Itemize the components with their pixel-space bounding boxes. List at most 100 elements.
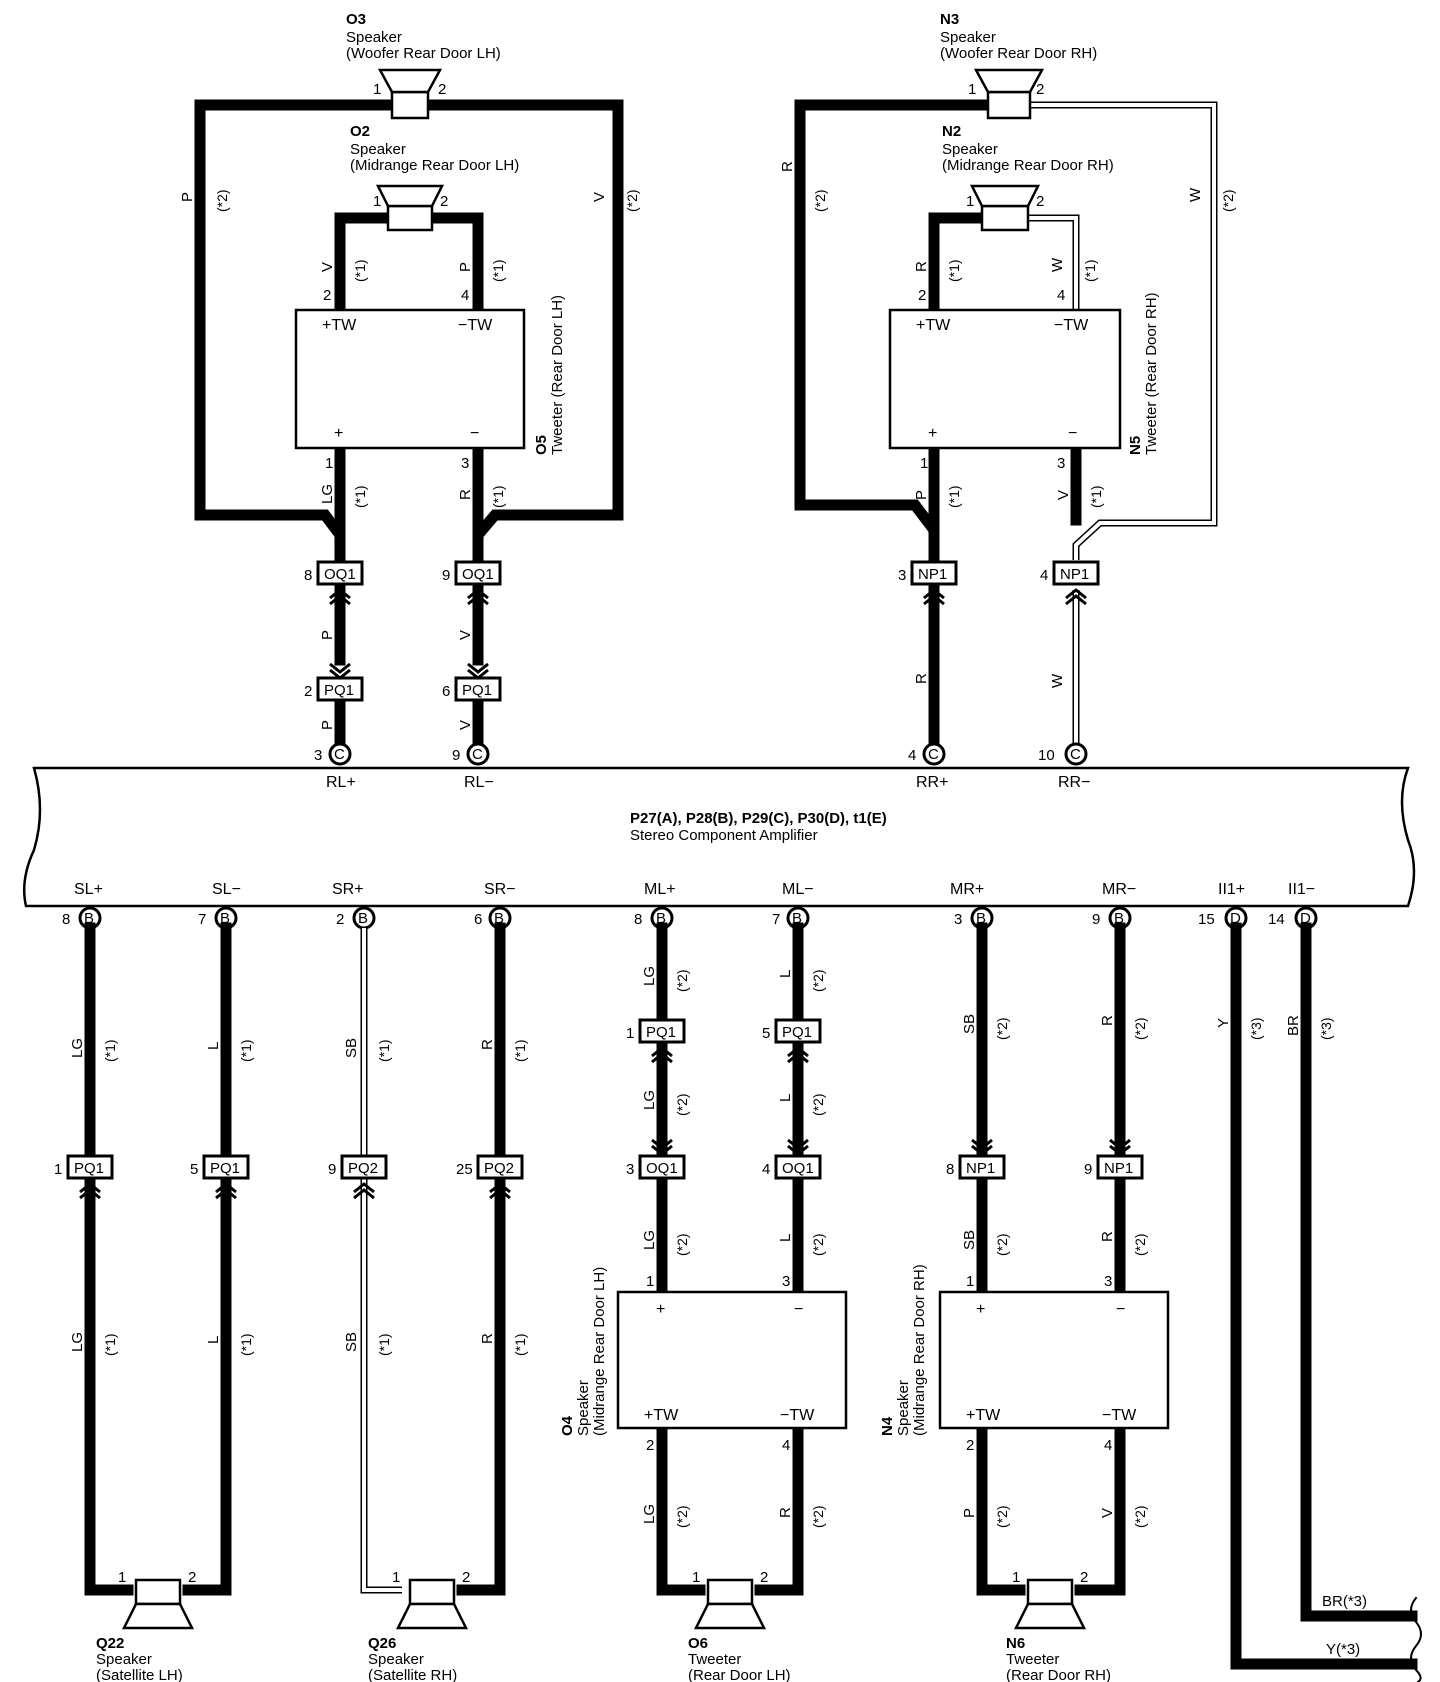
wire-label-p: P	[913, 490, 930, 500]
n2-code: N2	[942, 123, 961, 140]
connector-oq1: OQ1	[638, 1154, 686, 1180]
n4-pos: +	[976, 1301, 985, 1318]
pq1-pin: 5	[762, 1025, 770, 1042]
svg-text:PQ1: PQ1	[210, 1160, 240, 1177]
note-2: (*2)	[994, 1017, 1010, 1040]
o4-tw-neg: −TW	[780, 1407, 815, 1424]
wire-ii1-plus-y	[1230, 922, 1418, 1670]
n3-line2: (Woofer Rear Door RH)	[940, 45, 1097, 62]
svg-text:8: 8	[634, 911, 642, 928]
svg-text:SR−: SR−	[484, 881, 516, 898]
wire-label-w: W	[1049, 257, 1066, 272]
connector-np1: NP1	[958, 1154, 1006, 1180]
svg-text:NP1: NP1	[1060, 566, 1089, 583]
wire-label-w: W	[1049, 673, 1066, 688]
svg-text:9: 9	[452, 747, 460, 764]
o5-p3: 3	[461, 455, 469, 472]
note-1: (*1)	[102, 1039, 118, 1062]
svg-text:RR−: RR−	[1058, 774, 1090, 791]
svg-text:ML+: ML+	[644, 881, 676, 898]
o4-p3: 3	[782, 1273, 790, 1290]
o4-code: O4	[559, 1415, 576, 1436]
wire-n3-pin2	[1030, 103, 1216, 560]
n4-p2: 2	[966, 1437, 974, 1454]
note-2: (*2)	[1132, 1233, 1148, 1256]
junction-arrow	[971, 1138, 1131, 1156]
o5-p1: 1	[325, 455, 333, 472]
svg-text:OQ1: OQ1	[782, 1160, 814, 1177]
n5-pos: +	[928, 425, 937, 442]
svg-text:C: C	[334, 746, 345, 763]
n4-p3: 3	[1104, 1273, 1112, 1290]
n5-p4: 4	[1057, 287, 1065, 304]
svg-text:RL+: RL+	[326, 774, 356, 791]
svg-text:II1−: II1−	[1288, 881, 1315, 898]
svg-text:B: B	[220, 910, 230, 927]
svg-text:PQ2: PQ2	[348, 1160, 378, 1177]
n4-line2: (Midrange Rear Door RH)	[911, 1264, 928, 1436]
svg-text:B: B	[792, 910, 802, 927]
stereo-component-amplifier: P27(A), P28(B), P29(C), P30(D), t1(E) St…	[23, 742, 1416, 930]
pq2-pin: 9	[328, 1161, 336, 1178]
q22-code: Q22	[96, 1635, 124, 1652]
svg-text:3: 3	[954, 911, 962, 928]
o6-pin2: 2	[760, 1569, 768, 1586]
oq1-pin: 3	[626, 1161, 634, 1178]
n3-code: N3	[940, 11, 959, 28]
connector-oq1: OQ1	[316, 560, 364, 586]
wire-label-lg: LG	[641, 966, 658, 986]
note-1: (*1)	[238, 1333, 254, 1356]
connector-np1: NP1	[1096, 1154, 1144, 1180]
rear-left-speaker-group: O3 Speaker (Woofer Rear Door LH) 1 2 O2 …	[179, 11, 640, 751]
note-2: (*2)	[1220, 189, 1236, 212]
o5-line1: Tweeter (Rear Door LH)	[549, 295, 566, 455]
svg-text:B: B	[84, 910, 94, 927]
wire-label-r: R	[479, 1333, 496, 1344]
wire-label-sb: SB	[961, 1230, 978, 1250]
n5-code: N5	[1127, 436, 1144, 455]
wire-label-sb: SB	[961, 1014, 978, 1034]
wire-label-p: P	[319, 630, 336, 640]
svg-text:D: D	[1300, 910, 1311, 927]
front-right-midrange-group: NP1 8 NP1 9 SB (*2) R (*2) SB (*2) R (*2…	[879, 922, 1170, 1682]
note-1: (*1)	[376, 1039, 392, 1062]
n4-p4: 4	[1104, 1437, 1112, 1454]
svg-text:B: B	[1114, 910, 1124, 927]
wire-label-y: Y	[1215, 1018, 1232, 1028]
wire-n4-n6-p	[976, 1422, 1026, 1596]
wire-label-r: R	[1099, 1015, 1116, 1026]
svg-text:14: 14	[1268, 911, 1285, 928]
connector-np1: NP1	[1052, 560, 1100, 586]
wire-label-l: L	[777, 970, 794, 978]
o5-tweeter-box	[294, 308, 526, 450]
o4-p2: 2	[646, 1437, 654, 1454]
oq1-pin: 4	[762, 1161, 770, 1178]
wire-label-p: P	[457, 262, 474, 272]
n6-line2: (Rear Door RH)	[1006, 1667, 1111, 1682]
speaker-o6-symbol	[693, 1578, 767, 1630]
wire-label-r: R	[777, 1507, 794, 1518]
n5-p3: 3	[1057, 455, 1065, 472]
svg-text:3: 3	[314, 747, 322, 764]
n2-pin2: 2	[1036, 193, 1044, 210]
note-2: (*2)	[812, 189, 828, 212]
o6-pin1: 1	[692, 1569, 700, 1586]
note-2: (*2)	[674, 1505, 690, 1528]
wire-sl-plus	[84, 922, 134, 1596]
wire-sr-minus	[456, 922, 506, 1596]
svg-text:MR−: MR−	[1102, 881, 1136, 898]
speaker-o3-symbol	[377, 68, 443, 120]
o5-tw-pos: +TW	[322, 317, 357, 334]
note-1: (*1)	[490, 259, 506, 282]
connector-pq1: PQ1	[316, 676, 364, 702]
o4-neg: −	[794, 1301, 803, 1318]
o6-line2: (Rear Door LH)	[688, 1667, 791, 1682]
o5-neg: −	[470, 425, 479, 442]
wire-ii1-minus-br	[1300, 922, 1418, 1622]
np1-pin: 9	[1084, 1161, 1092, 1178]
wire-o2-pin2	[426, 212, 484, 318]
o2-line1: Speaker	[350, 141, 406, 158]
wire-label-v: V	[1099, 1508, 1116, 1518]
note-3: (*3)	[1248, 1017, 1264, 1040]
